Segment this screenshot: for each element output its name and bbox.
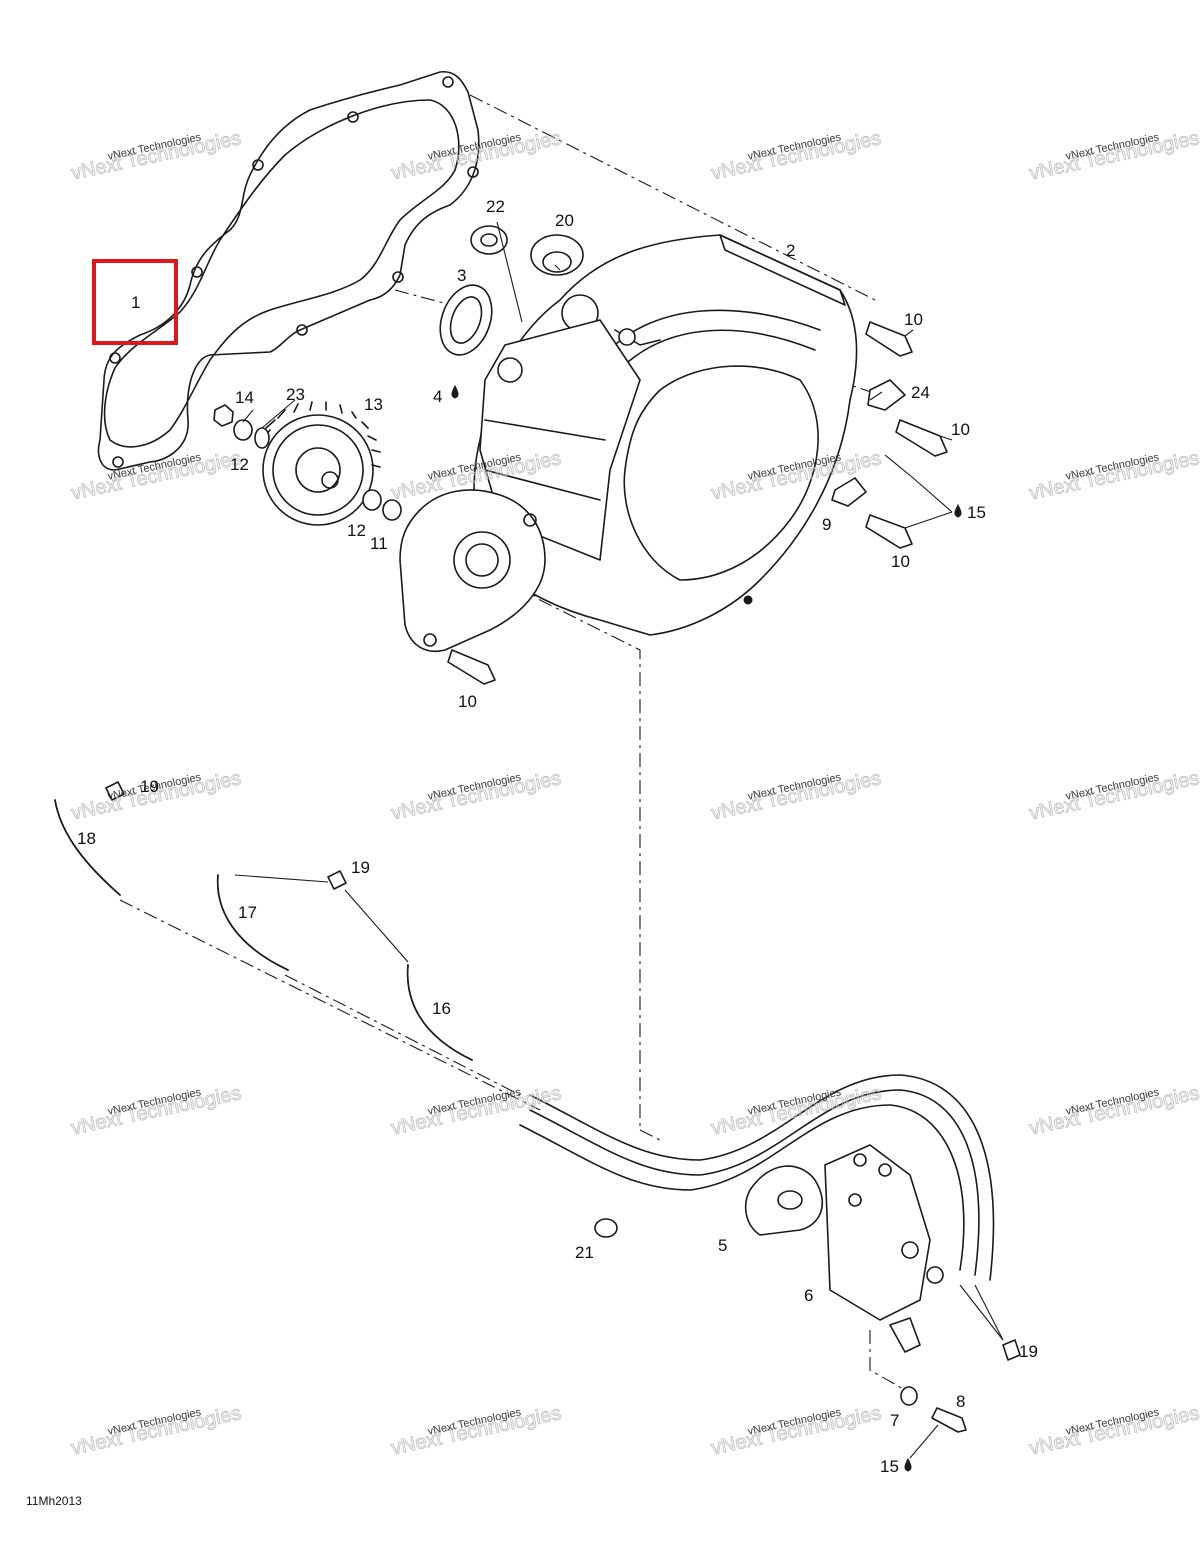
callout-4: 4 <box>433 387 442 406</box>
watermark-outline-text: vNext Technologies <box>1027 447 1200 505</box>
callout-12a: 12 <box>230 455 249 474</box>
callout-14: 14 <box>235 388 254 407</box>
assembly-lines <box>119 94 906 1391</box>
watermark-outline-text: vNext Technologies <box>709 127 883 185</box>
watermark-outline-text: vNext Technologies <box>69 447 243 505</box>
watermark-outline-text: vNext Technologies <box>389 1082 563 1140</box>
highlighted-part-box[interactable] <box>92 259 178 345</box>
small-parts-top <box>439 225 584 399</box>
callout-16: 16 <box>432 999 451 1018</box>
watermark-outline-text: vNext Technologies <box>709 767 883 825</box>
callout-3: 3 <box>457 266 466 285</box>
housing-part-2 <box>473 234 858 636</box>
callout-19c: 19 <box>1019 1342 1038 1361</box>
gasket-part-1 <box>97 70 480 471</box>
callout-24: 24 <box>911 383 930 402</box>
gear-assembly <box>213 401 402 526</box>
callout-15a: 15 <box>967 503 986 522</box>
callout-labels: 1 2 3 4 5 6 7 8 9 10 10 10 10 11 12 12 1… <box>77 197 1038 1476</box>
callout-15b: 15 <box>880 1457 899 1476</box>
leader-lines <box>234 221 1004 1459</box>
hoses <box>54 781 1021 1361</box>
watermark-outline-text: vNext Technologies <box>389 1402 563 1460</box>
oil-pump-assembly <box>519 1074 995 1406</box>
cover-plate <box>399 489 546 652</box>
bolts-and-clips <box>447 321 967 1472</box>
watermark-outline-text: vNext Technologies <box>709 1402 883 1460</box>
callout-6: 6 <box>804 1286 813 1305</box>
watermark-outline-text: vNext Technologies <box>69 1082 243 1140</box>
callout-11: 11 <box>370 534 388 553</box>
callout-19a: 19 <box>140 777 159 796</box>
callout-9: 9 <box>822 515 831 534</box>
callout-23: 23 <box>286 385 305 404</box>
callout-20: 20 <box>555 211 574 230</box>
callout-12b: 12 <box>347 521 366 540</box>
callout-7: 7 <box>890 1411 899 1430</box>
watermark-outline-text: vNext Technologies <box>1027 1082 1200 1140</box>
callout-10b: 10 <box>951 420 970 439</box>
callout-21: 21 <box>575 1243 594 1262</box>
callout-10d: 10 <box>458 692 477 711</box>
watermark-outline-text: vNext Technologies <box>69 1402 243 1460</box>
watermark-outline-text: vNext Technologies <box>1027 1402 1200 1460</box>
watermark-outline-text: vNext Technologies <box>389 767 563 825</box>
callout-10a: 10 <box>904 310 923 329</box>
callout-5: 5 <box>718 1236 727 1255</box>
callout-22: 22 <box>486 197 505 216</box>
watermark-outline-text: vNext Technologies <box>1027 127 1200 185</box>
callout-1: 1 <box>131 293 140 312</box>
watermark-outline-text: vNext Technologies <box>1027 767 1200 825</box>
callout-10c: 10 <box>891 552 910 571</box>
callout-18: 18 <box>77 829 96 848</box>
callout-13: 13 <box>364 395 383 414</box>
callout-2: 2 <box>786 241 795 260</box>
callout-8: 8 <box>956 1392 965 1411</box>
callout-17: 17 <box>238 903 257 922</box>
diagram-reference-code: 11Mh2013 <box>26 1494 82 1508</box>
watermark-outline-text: vNext Technologies <box>69 127 243 185</box>
callout-19b: 19 <box>351 858 370 877</box>
